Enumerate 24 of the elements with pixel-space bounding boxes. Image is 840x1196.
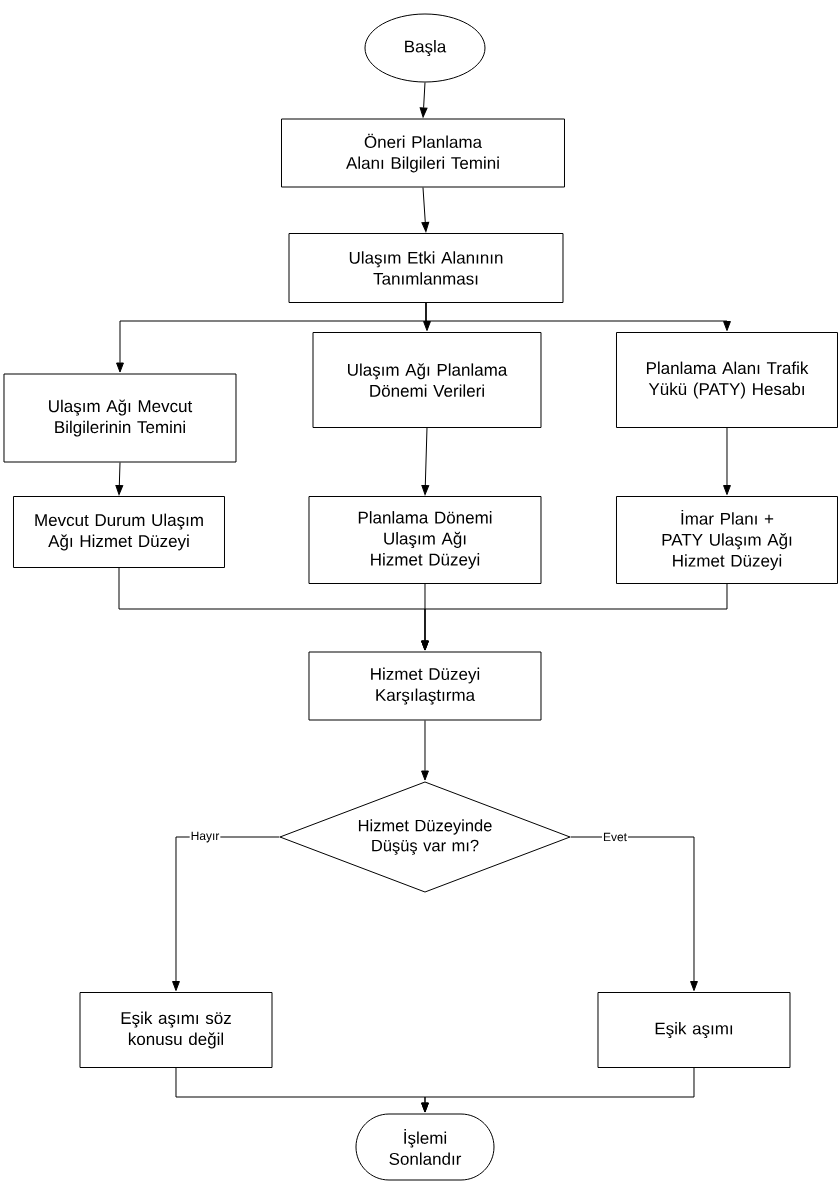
arrow xyxy=(419,82,428,118)
process-box: Planlama Alanı Trafik Yükü (PATY) Hesabı xyxy=(616,332,838,428)
process-box: Ulaşım Etki Alanının Tanımlanması xyxy=(288,233,564,303)
process-box: Ulaşım Ağı Planlama Dönemi Verileri xyxy=(312,332,542,428)
process-box: Eşik aşımı xyxy=(597,992,791,1068)
arrow xyxy=(421,583,728,651)
process-box: Öneri Planlama Alanı Bilgileri Temini xyxy=(281,118,565,188)
arrow xyxy=(570,836,698,992)
process-box: Hizmet Düzeyi Karşılaştırma xyxy=(308,651,542,721)
process-box: Planlama Dönemi Ulaşım Ağı Hizmet Düzeyi xyxy=(308,496,542,584)
edge-label: Evet xyxy=(602,831,628,843)
process-box: Mevcut Durum Ulaşım Ağı Hizmet Düzeyi xyxy=(13,496,225,568)
process-box: Eşik aşımı söz konusu değil xyxy=(79,992,273,1068)
arrow xyxy=(425,302,731,332)
arrow xyxy=(421,720,429,781)
process-box: Ulaşım Ağı Mevcut Bilgilerinin Temini xyxy=(3,373,237,463)
arrow xyxy=(172,836,280,992)
arrow xyxy=(421,187,430,233)
arrow xyxy=(723,427,731,496)
arrow xyxy=(421,1067,695,1113)
arrow xyxy=(115,462,124,496)
process-box: İmar Planı + PATY Ulaşım Ağı Hizmet Düzeyi xyxy=(616,496,838,584)
end-terminal: İşlemi Sonlandır xyxy=(355,1113,495,1181)
arrow xyxy=(421,427,430,496)
